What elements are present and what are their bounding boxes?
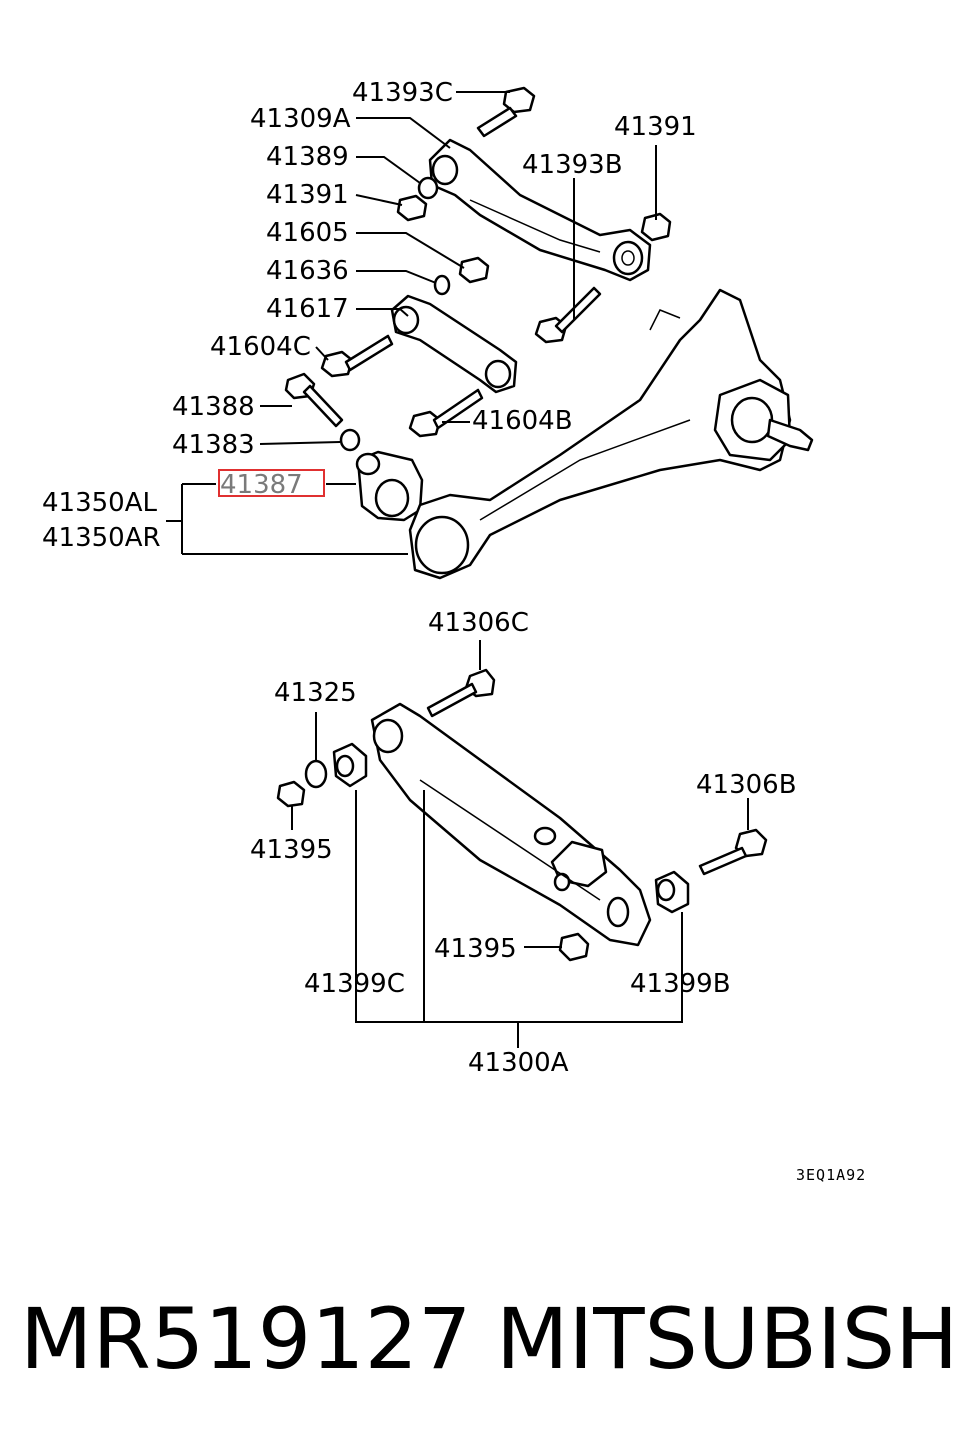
label-41309a: 41309A xyxy=(250,104,351,134)
label-41399b: 41399B xyxy=(630,969,731,999)
label-41325: 41325 xyxy=(274,678,357,708)
label-41399c: 41399C xyxy=(304,969,405,999)
bolt-41604c-drawing xyxy=(320,334,394,378)
diagram-code: 3EQ1A92 xyxy=(796,1166,866,1184)
washer-41636-drawing xyxy=(433,274,451,296)
label-41395-lower: 41395 xyxy=(434,934,517,964)
bolt-41604b-drawing xyxy=(408,388,484,438)
bushing-41399c-drawing xyxy=(332,742,368,788)
label-41391-right: 41391 xyxy=(614,112,697,142)
label-41605: 41605 xyxy=(266,218,349,248)
nut-41391-drawing xyxy=(396,194,428,222)
washer-41325-drawing xyxy=(304,759,328,789)
nut-41395-lower-drawing xyxy=(558,932,590,962)
label-41306b: 41306B xyxy=(696,770,797,800)
parts-diagram: 41393C 41309A 41391 41389 41393B 41391 4… xyxy=(42,78,866,1184)
label-41395-left: 41395 xyxy=(250,835,333,865)
washer-41389-drawing xyxy=(417,176,439,200)
label-41350al: 41350AL xyxy=(42,488,157,518)
part-number: MR519127 xyxy=(20,1290,472,1388)
nut-41391-right-drawing xyxy=(640,212,672,242)
label-41389: 41389 xyxy=(266,142,349,172)
label-41306c: 41306C xyxy=(428,608,529,638)
label-41617: 41617 xyxy=(266,294,349,324)
label-41391-left: 41391 xyxy=(266,180,349,210)
bolt-41306b-drawing xyxy=(698,828,768,876)
highlight-box xyxy=(218,469,325,497)
label-41636: 41636 xyxy=(266,256,349,286)
label-41383: 41383 xyxy=(172,430,255,460)
upper-arm-drawing xyxy=(428,138,652,282)
caption: MR519127 MITSUBISHI xyxy=(0,1290,960,1390)
link-41617-drawing xyxy=(390,294,518,394)
bolt-41388-drawing xyxy=(284,372,344,428)
label-41300a: 41300A xyxy=(468,1048,569,1078)
bushing-41399b-drawing xyxy=(654,870,690,914)
washer-41383-drawing xyxy=(339,428,361,452)
label-41388: 41388 xyxy=(172,392,255,422)
trailing-arm-drawing xyxy=(408,288,814,580)
label-41387-highlighted[interactable]: 41387 xyxy=(220,470,303,500)
nut-41395-left-drawing xyxy=(276,780,306,808)
label-41604c: 41604C xyxy=(210,332,311,362)
brand-name: MITSUBISHI xyxy=(496,1290,960,1388)
label-41393b: 41393B xyxy=(522,150,623,180)
bolt-41393c-drawing xyxy=(476,86,536,138)
label-41393c: 41393C xyxy=(352,78,453,108)
bolt-41393b-drawing xyxy=(534,286,602,344)
label-41604b: 41604B xyxy=(472,406,573,436)
bushing-41387-drawing xyxy=(355,450,424,522)
label-41350ar: 41350AR xyxy=(42,523,161,553)
lower-arm-drawing xyxy=(370,702,652,947)
nut-41605-drawing xyxy=(458,256,490,284)
bolt-41306c-drawing xyxy=(426,668,496,718)
leader-lines xyxy=(166,91,749,1048)
